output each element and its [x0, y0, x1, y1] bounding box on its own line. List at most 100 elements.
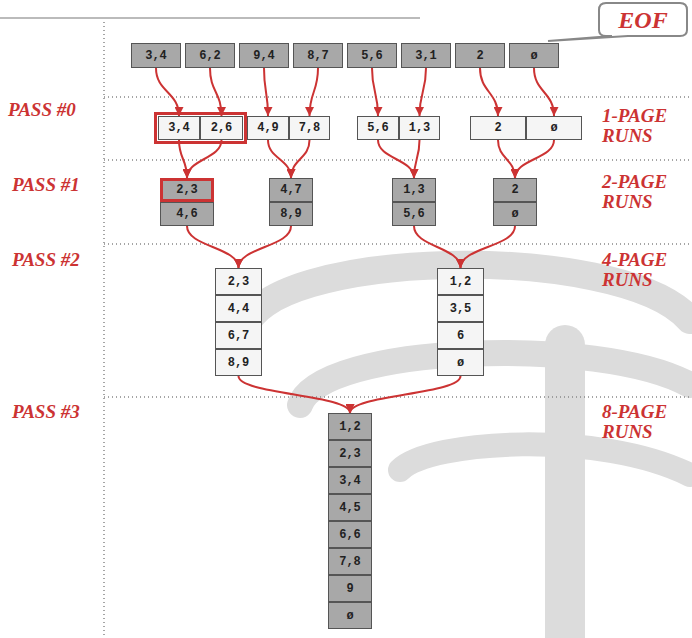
run-page: 2 [470, 116, 526, 140]
input-page: 5,6 [347, 43, 397, 68]
merge-arrow [372, 68, 378, 116]
page-value: 3,5 [450, 302, 472, 316]
page-value: 6 [457, 329, 464, 343]
page-value: 2 [494, 121, 501, 135]
divider-line [104, 96, 692, 98]
page-value: 5,6 [361, 49, 383, 63]
run-page: 4,7 [269, 178, 313, 202]
merge-arrow [414, 226, 461, 268]
merge-arrow [515, 140, 554, 178]
run-page: ø [526, 116, 582, 140]
run-page: 2,3 [160, 178, 214, 202]
merge-arrow [350, 376, 461, 413]
run-page: 7,8 [289, 116, 330, 140]
pass-label: PASS #1 [12, 175, 80, 195]
run-page: 6 [437, 322, 484, 349]
merge-arrow [268, 140, 291, 178]
run-page: 8,9 [215, 349, 262, 376]
page-value: 2,6 [211, 121, 233, 135]
page-value: 3,4 [168, 121, 190, 135]
page-value: ø [346, 609, 353, 623]
page-value: 5,6 [367, 121, 389, 135]
page-value: ø [457, 356, 464, 370]
run-page: ø [493, 202, 537, 226]
run-page: 2 [493, 178, 537, 202]
input-page: 3,4 [131, 43, 181, 68]
page-value: 4,9 [257, 121, 279, 135]
page-value: 1,3 [409, 121, 431, 135]
page-value: 2,3 [228, 275, 250, 289]
input-page: 9,4 [239, 43, 289, 68]
highlight-outline [156, 114, 246, 143]
header-rule [0, 17, 420, 19]
run-page: 6,6 [328, 521, 372, 548]
database-logo [245, 265, 690, 638]
run-size-label: 1-PAGE RUNS [602, 106, 688, 146]
pass-label: PASS #0 [8, 100, 76, 120]
run-size-label: 8-PAGE RUNS [602, 402, 688, 442]
logo-band [300, 353, 690, 405]
merge-arrow [210, 68, 222, 116]
input-page: 3,1 [401, 43, 451, 68]
run-page: 4,9 [247, 116, 289, 140]
run-page: 6,7 [215, 322, 262, 349]
run-size-label: 2-PAGE RUNS [602, 172, 688, 212]
callout-bubble: EOF [598, 2, 688, 38]
page-value: 8,7 [307, 49, 329, 63]
run-page: 2,6 [200, 116, 243, 140]
run-page: 1,2 [328, 413, 372, 440]
page-value: 7,8 [299, 121, 321, 135]
merge-arrow [498, 140, 515, 178]
divider-line [103, 22, 105, 638]
run-page: 3,5 [437, 295, 484, 322]
run-page: 9 [328, 575, 372, 602]
page-value: 2,3 [339, 447, 361, 461]
run-page: 3,4 [328, 467, 372, 494]
page-value: 2,3 [176, 183, 198, 197]
divider-lines [104, 22, 692, 638]
page-value: 3,4 [145, 49, 167, 63]
run-page: 4,4 [215, 295, 262, 322]
page-value: 1,2 [450, 275, 472, 289]
run-page: 1,2 [437, 268, 484, 295]
merge-arrow [291, 140, 310, 178]
page-value: 8,9 [280, 207, 302, 221]
pass-label: PASS #3 [12, 402, 80, 422]
run-page: 1,3 [399, 116, 440, 140]
divider-line [104, 243, 692, 245]
run-page: 7,8 [328, 548, 372, 575]
logo-side [545, 345, 585, 638]
run-page: 5,6 [357, 116, 399, 140]
page-value: ø [511, 207, 518, 221]
merge-arrow [239, 226, 292, 268]
page-value: 4,6 [176, 207, 198, 221]
run-page: 5,6 [392, 202, 436, 226]
run-page: 1,3 [392, 178, 436, 202]
run-page: 2,3 [215, 268, 262, 295]
merge-arrow [239, 376, 351, 413]
run-page: ø [437, 349, 484, 376]
page-value: 9 [346, 582, 353, 596]
page-value: 4,4 [228, 302, 250, 316]
page-value: 4,5 [339, 501, 361, 515]
run-page: 4,6 [160, 202, 214, 226]
merge-arrow [480, 68, 498, 116]
merge-arrow [156, 68, 179, 116]
page-value: 6,2 [199, 49, 221, 63]
merge-arrow [187, 140, 222, 178]
run-page: 2,3 [328, 440, 372, 467]
run-page: 3,4 [158, 116, 200, 140]
page-value: 3,1 [415, 49, 437, 63]
run-page: 4,5 [328, 494, 372, 521]
merge-arrow [179, 140, 187, 178]
input-page: ø [509, 43, 559, 68]
run-page: 8,9 [269, 202, 313, 226]
page-value: 9,4 [253, 49, 275, 63]
merge-arrow [461, 226, 516, 268]
run-page: ø [328, 602, 372, 629]
merge-arrow [187, 226, 239, 268]
page-value: 5,6 [403, 207, 425, 221]
page-value: 1,3 [403, 183, 425, 197]
